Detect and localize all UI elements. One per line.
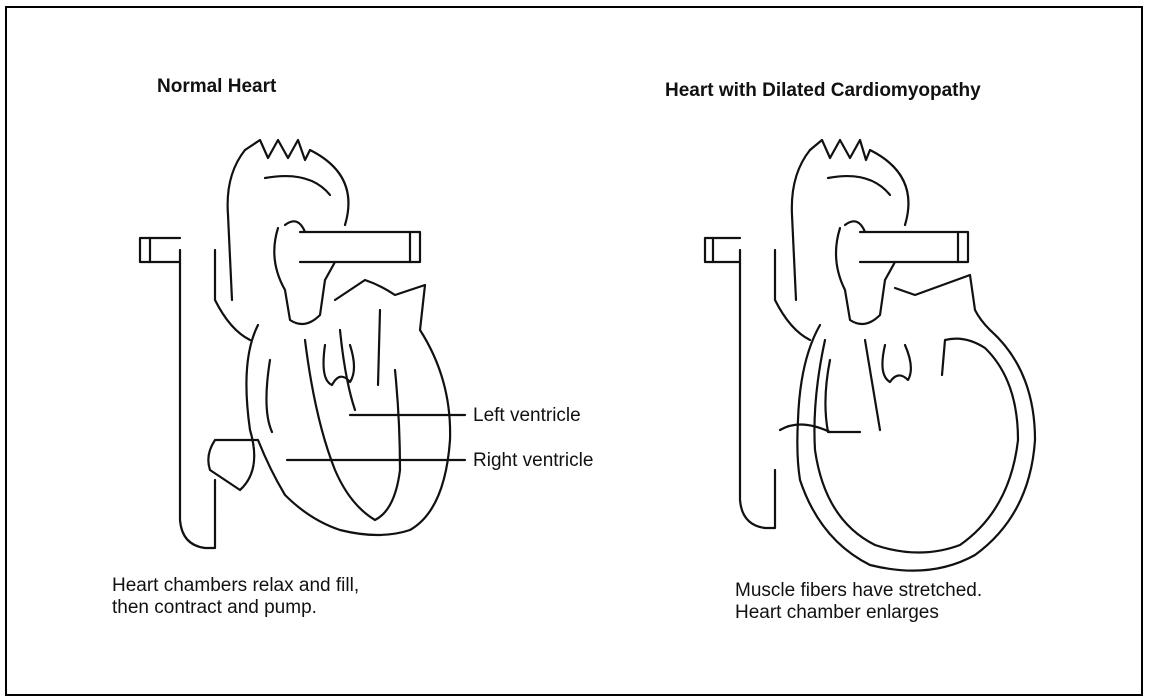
dilated-heart-caption-line-2: Heart chamber enlarges — [735, 602, 982, 624]
valve — [882, 345, 910, 382]
heart-outline — [797, 275, 1035, 571]
aortic-arch — [810, 140, 908, 225]
pulmonary-trunk — [836, 228, 895, 324]
dilated-heart-caption-line-1: Muscle fibers have stretched. — [735, 580, 982, 602]
pulmonary-artery — [860, 232, 968, 262]
septum — [865, 340, 880, 430]
dilated-heart-caption: Muscle fibers have stretched. Heart cham… — [735, 580, 982, 624]
pulmonary-vein-left — [705, 238, 740, 262]
vena-cava — [740, 250, 775, 528]
